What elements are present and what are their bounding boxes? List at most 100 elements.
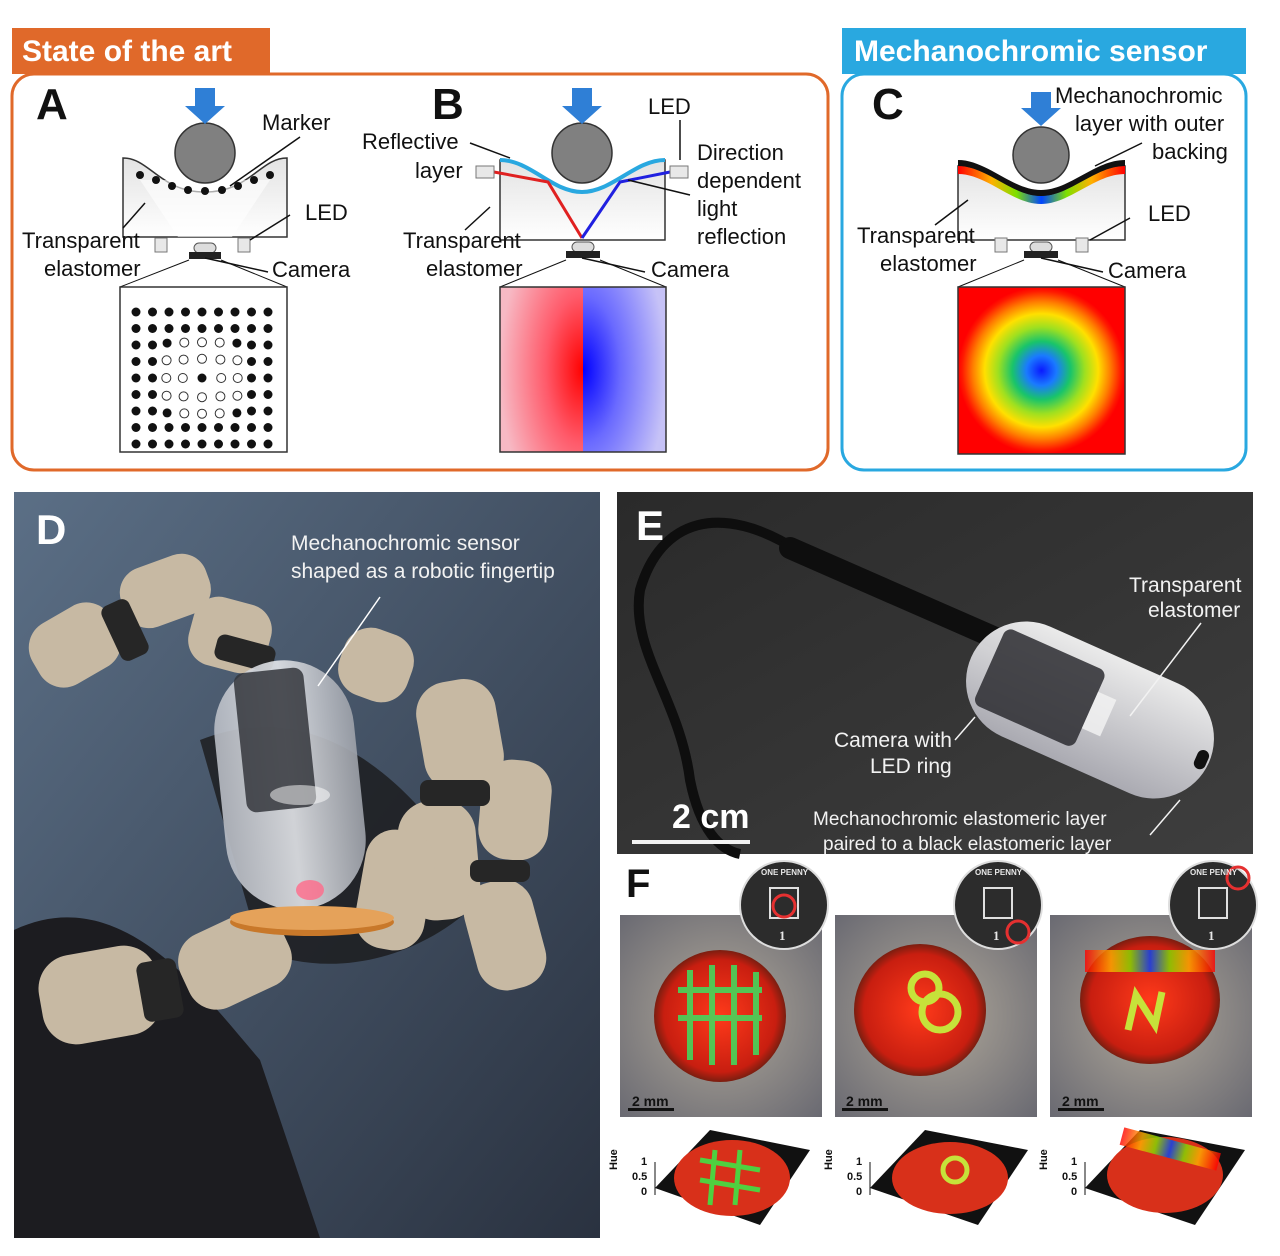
- marker-dot: [263, 439, 273, 449]
- marker-dot: [164, 439, 174, 449]
- marker-dot: [197, 353, 207, 364]
- coin-value-1: 1: [779, 928, 786, 943]
- hue-tick-2-mid: 0.5: [847, 1171, 863, 1183]
- marker-dot: [247, 340, 256, 350]
- marker-dot: [247, 390, 256, 399]
- camera-label-a: Camera: [272, 257, 351, 282]
- transparent-label-e-1: Transparent: [1129, 574, 1242, 597]
- marker-dot: [164, 423, 174, 432]
- marker-dot: [247, 373, 256, 383]
- hue-tick-3-bot: 0: [1071, 1186, 1078, 1198]
- hue-label-2: Hue: [823, 1149, 835, 1170]
- panel-letter-f: F: [626, 862, 651, 906]
- panel-c-diagram: [934, 92, 1143, 455]
- direction-label-4: reflection: [697, 224, 787, 249]
- coin-value-3: 1: [1208, 928, 1215, 943]
- hue-tick-1-bot: 0: [641, 1186, 648, 1198]
- camera-label-c: Camera: [1108, 258, 1187, 283]
- hue-label-1: Hue: [608, 1149, 620, 1170]
- led-a-left: [154, 237, 168, 253]
- marker-dot: [214, 439, 223, 449]
- marker-dot: [263, 340, 273, 350]
- led-c-right: [1075, 237, 1089, 253]
- led-label-b: LED: [648, 94, 691, 119]
- marker-dot: [197, 439, 207, 449]
- marker-dot: [178, 391, 189, 402]
- marker-dot: [162, 408, 172, 418]
- marker-dot: [216, 373, 227, 383]
- marker-dot: [232, 373, 243, 383]
- capsule-e: [966, 621, 1214, 799]
- camera-a: [189, 252, 221, 259]
- layer-label-2: layer with outer: [1075, 111, 1225, 136]
- marker-dot: [177, 373, 188, 383]
- transparent-label-c-1: Transparent: [857, 223, 975, 248]
- marker-dot: [232, 355, 243, 366]
- marker-dot: [214, 423, 223, 432]
- arrow-c: [1021, 92, 1061, 126]
- marker-dot: [263, 324, 273, 333]
- state-of-art-frame: [10, 72, 830, 472]
- marker-dot: [148, 307, 157, 317]
- direction-label-1: Direction: [697, 140, 784, 165]
- indenter-b: [551, 122, 613, 184]
- arrow-a: [185, 88, 225, 124]
- marker-dot: [232, 408, 242, 418]
- marker-dot: [148, 406, 157, 416]
- marker-dot: [161, 355, 172, 366]
- marker-dot: [247, 439, 256, 449]
- marker-dot: [214, 324, 223, 333]
- marker-dot: [181, 439, 190, 449]
- marker-dot: [131, 373, 141, 383]
- reflective-label-1: Reflective: [362, 129, 459, 154]
- marker-dot: [148, 390, 157, 399]
- indenter-c: [1012, 126, 1070, 184]
- panel-b-diagram: [464, 88, 691, 453]
- marker-dot: [164, 307, 174, 317]
- marker-dot: [131, 307, 141, 317]
- panel-letter-a: A: [36, 80, 68, 129]
- coin-value-2: 1: [993, 928, 1000, 943]
- marker-dot: [263, 406, 273, 416]
- marker-dot: [215, 391, 226, 402]
- rainbow-image-c: [957, 286, 1126, 455]
- panel-a-diagram: [119, 88, 301, 453]
- marker-dot: [232, 390, 243, 401]
- transparent-label-a-1: Transparent: [22, 228, 140, 253]
- joint-rings: [101, 599, 530, 1022]
- panel-letter-c: C: [872, 80, 904, 129]
- scale-label-f-3: 2 mm: [1062, 1093, 1099, 1109]
- blue-half-image: [583, 287, 666, 452]
- led-a-right: [237, 237, 251, 253]
- marker-dot: [161, 390, 172, 401]
- mechanochromic-layer: [958, 166, 1125, 204]
- marker-dot: [263, 390, 273, 399]
- marker-dot: [148, 373, 157, 383]
- marker-dot: [164, 324, 174, 333]
- marker-dot: [230, 423, 240, 432]
- marker-dot: [247, 357, 256, 366]
- marker-dot: [148, 324, 157, 333]
- marker-dot: [197, 337, 207, 348]
- transparent-label-c-2: elastomer: [880, 251, 977, 276]
- panel-letter-d: D: [36, 506, 67, 553]
- led-label-a: LED: [305, 200, 348, 225]
- transparent-label-a-2: elastomer: [44, 256, 141, 281]
- direction-label-2: dependent: [697, 168, 801, 193]
- marker-dot: [197, 423, 207, 432]
- panel-letter-e: E: [636, 502, 665, 549]
- hue-surface-1: [654, 1130, 810, 1225]
- marker-dot: [197, 324, 207, 333]
- scale-label-f-2: 2 mm: [846, 1093, 883, 1109]
- transparent-label-b-1: Transparent: [403, 228, 521, 253]
- marker-dot: [247, 307, 256, 317]
- panel-f-images: [620, 860, 1258, 1225]
- camera-c: [1024, 251, 1058, 258]
- panel-letter-b: B: [432, 80, 464, 129]
- marker-dot: [131, 423, 141, 432]
- camera-label-e-1: Camera with: [834, 729, 952, 752]
- layer-label-e-1: Mechanochromic elastomeric layer: [813, 809, 1107, 830]
- hue-tick-2-bot: 0: [856, 1186, 863, 1198]
- indenter-a: [174, 122, 236, 184]
